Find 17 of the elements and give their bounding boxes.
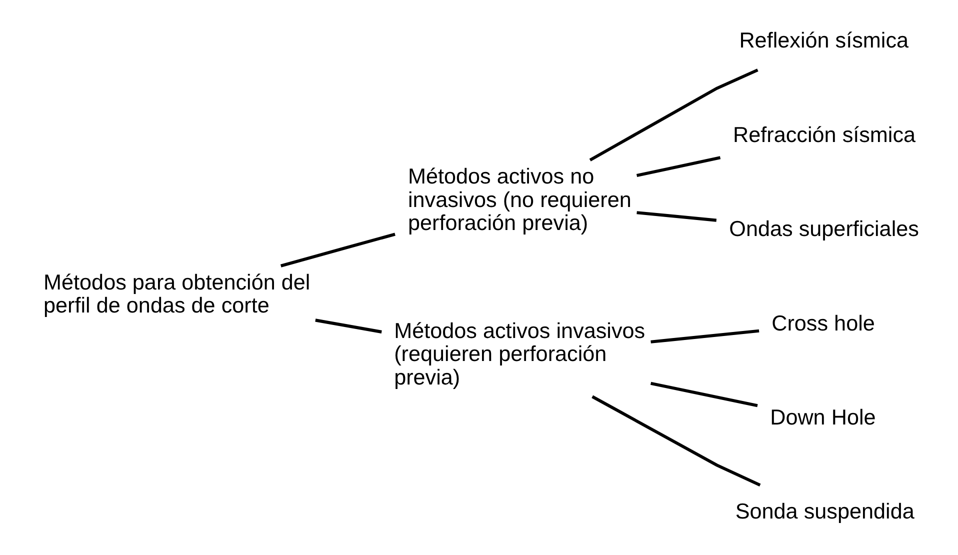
connector bbox=[636, 156, 721, 178]
connector bbox=[650, 382, 758, 408]
connector bbox=[650, 329, 760, 344]
node-text: Ondas superficiales bbox=[729, 216, 919, 242]
connector bbox=[315, 318, 382, 334]
node-text: Métodos activos invasivos (requieren perforación previa) bbox=[394, 318, 646, 390]
connector bbox=[636, 211, 717, 222]
node-text: Cross hole bbox=[772, 310, 875, 336]
node-text: Sonda suspendida bbox=[735, 498, 914, 524]
node-text: Refracción sísmica bbox=[733, 122, 916, 147]
connector bbox=[589, 68, 758, 162]
node-text: Reflexión sísmica bbox=[739, 28, 909, 53]
connector bbox=[280, 232, 396, 268]
node-text: Down Hole bbox=[770, 404, 876, 430]
node-text: Métodos activos no invasivos (no requieren perforación previa) bbox=[408, 164, 632, 235]
connector bbox=[592, 395, 761, 487]
node-text: Métodos para obtención del perfil de ondas de corte bbox=[44, 269, 310, 318]
